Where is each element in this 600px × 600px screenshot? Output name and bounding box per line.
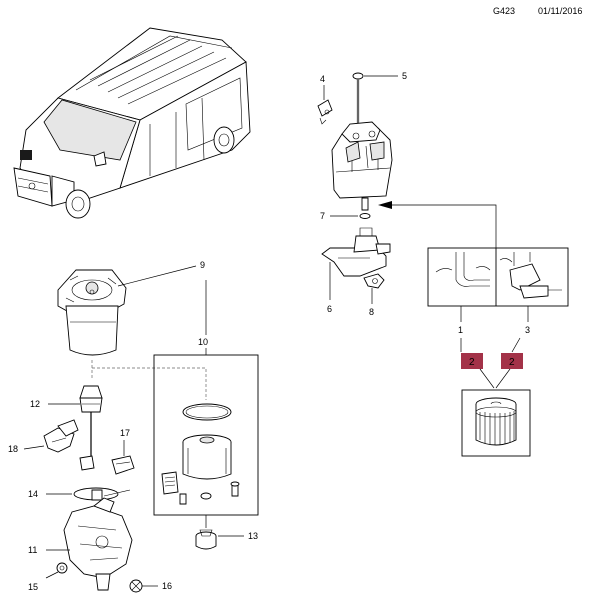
nut-part-15	[56, 562, 68, 574]
service-kit-box	[153, 354, 259, 516]
bolt-part-5	[352, 72, 364, 130]
badge-ref-2-right: 2	[501, 337, 523, 369]
bolt-part-16	[129, 579, 143, 593]
callout-9: 9	[200, 260, 205, 270]
filter-location-marker	[20, 150, 32, 160]
callout-15: 15	[28, 582, 38, 592]
callout-16: 16	[162, 581, 172, 591]
callout-14: 14	[28, 489, 38, 499]
o-ring-part-7	[359, 213, 371, 219]
screw-part-4	[317, 99, 333, 125]
callout-18: 18	[8, 444, 18, 454]
diagram-code: G423	[493, 6, 515, 16]
callout-6: 6	[327, 304, 332, 314]
badge-ref-2-left: 2	[460, 338, 483, 369]
callout-10: 10	[198, 337, 208, 347]
bracket-part-18	[43, 419, 79, 453]
clip-part-8	[363, 273, 385, 289]
filter-head-icon	[57, 269, 127, 356]
cable-tie-part-14	[73, 487, 131, 501]
detail-inset	[427, 247, 569, 307]
cap-part-13	[195, 529, 217, 550]
diagram-date: 01/11/2016	[538, 6, 582, 16]
callout-13: 13	[248, 531, 258, 541]
svg-text:2: 2	[469, 357, 475, 368]
callout-11: 11	[28, 545, 37, 555]
callout-12: 12	[30, 399, 40, 409]
filter-housing	[331, 121, 393, 211]
bracket-part-6	[321, 227, 391, 277]
mount-bracket-part-11	[63, 497, 133, 591]
connector-part-12	[79, 385, 103, 462]
callout-3: 3	[525, 325, 530, 335]
clamp-part-17	[79, 455, 135, 475]
filter-element-icon	[461, 389, 531, 457]
callout-4: 4	[320, 74, 325, 84]
callout-1: 1	[458, 325, 463, 335]
callout-17: 17	[120, 428, 130, 438]
van-icon	[13, 27, 251, 219]
callout-8: 8	[369, 307, 374, 317]
callout-5: 5	[402, 71, 407, 81]
callout-7: 7	[320, 211, 325, 221]
svg-text:2: 2	[509, 357, 515, 368]
